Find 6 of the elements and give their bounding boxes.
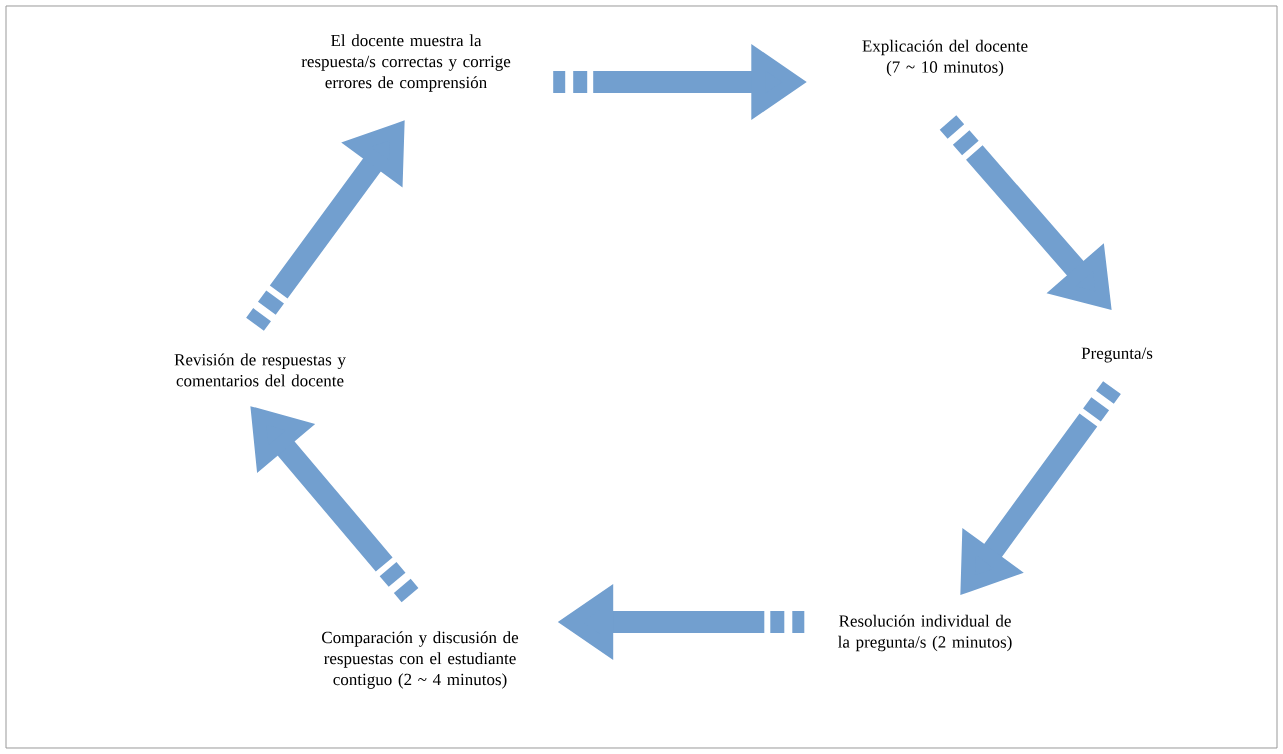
step-label: Explicación del docente (7 ~ 10 minutos) xyxy=(862,39,1028,77)
step-label: Pregunta/s xyxy=(1081,347,1153,363)
step-label: Resolución individual de la pregunta/s (2 minutos) xyxy=(838,614,1012,652)
step-label: Revisión de respuestas y comentarios del docente xyxy=(174,353,346,387)
step-label: Comparación y discusión de respuestas con el estudiante contiguo (2 ~ 4 minutos) xyxy=(322,631,519,689)
step-label: El docente muestra la respuesta/s correctas y corrige errores de comprensión xyxy=(301,34,511,92)
